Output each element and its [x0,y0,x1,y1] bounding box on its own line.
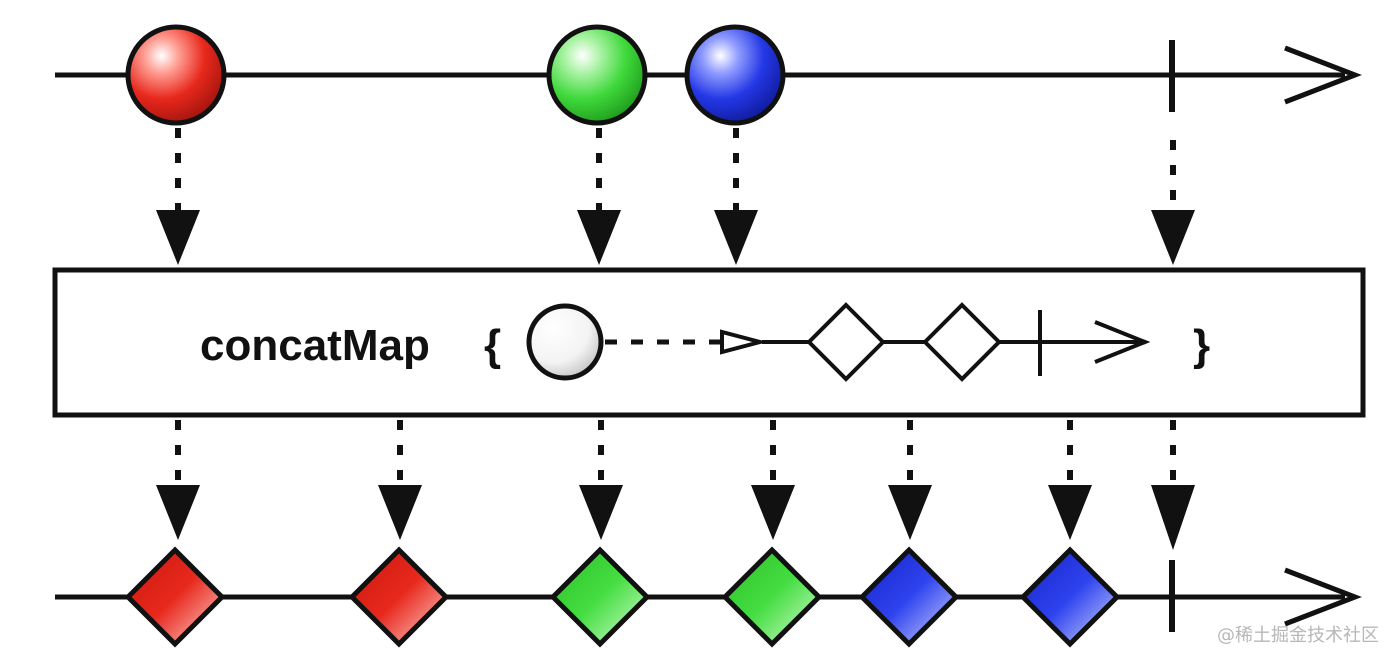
arrowhead-blue-in [714,210,758,265]
operator-inner-arrowhead [1094,320,1151,364]
output-item-red-diamond-2 [348,546,450,648]
arrowhead-out-5 [888,485,932,540]
arrowhead-complete-in [1151,210,1195,265]
input-timeline-arrowhead [1284,45,1362,105]
arrowhead-out-4 [751,485,795,540]
output-item-blue-diamond-1 [858,546,960,648]
operator-inner-diamond-2 [922,302,1002,382]
arrowhead-green-in [577,210,621,265]
arrowhead-red-in [156,210,200,265]
output-arrowheads [156,485,1195,550]
operator-link-arrowhead [720,329,768,355]
watermark-text: @稀土掘金技术社区 [1217,625,1379,646]
operator-inner-diamond-1 [806,302,886,382]
output-item-blue-diamond-2 [1019,546,1121,648]
output-timeline-arrowhead [1284,567,1362,627]
output-timeline [55,546,1362,648]
operator-to-output-arrows [175,420,1176,485]
operator-open-brace: { [484,321,501,370]
input-to-operator-arrows [175,128,1176,210]
input-timeline [55,24,1362,126]
operator-source-marble [526,303,604,381]
input-item-green-marble [546,24,648,126]
arrowhead-out-6 [1048,485,1092,540]
arrowhead-out-3 [579,485,623,540]
output-item-green-diamond-2 [721,546,823,648]
output-item-green-diamond-1 [549,546,651,648]
input-item-blue-marble [684,24,786,126]
arrowhead-out-2 [378,485,422,540]
operator-box: concatMap { } [52,267,1366,418]
operator-close-brace: } [1193,321,1210,370]
output-item-red-diamond-1 [124,546,226,648]
input-item-red-marble [125,24,227,126]
arrowhead-out-1 [156,485,200,540]
arrowhead-out-complete [1151,485,1195,550]
input-arrowheads [156,210,1195,265]
operator-label: concatMap [200,321,430,370]
